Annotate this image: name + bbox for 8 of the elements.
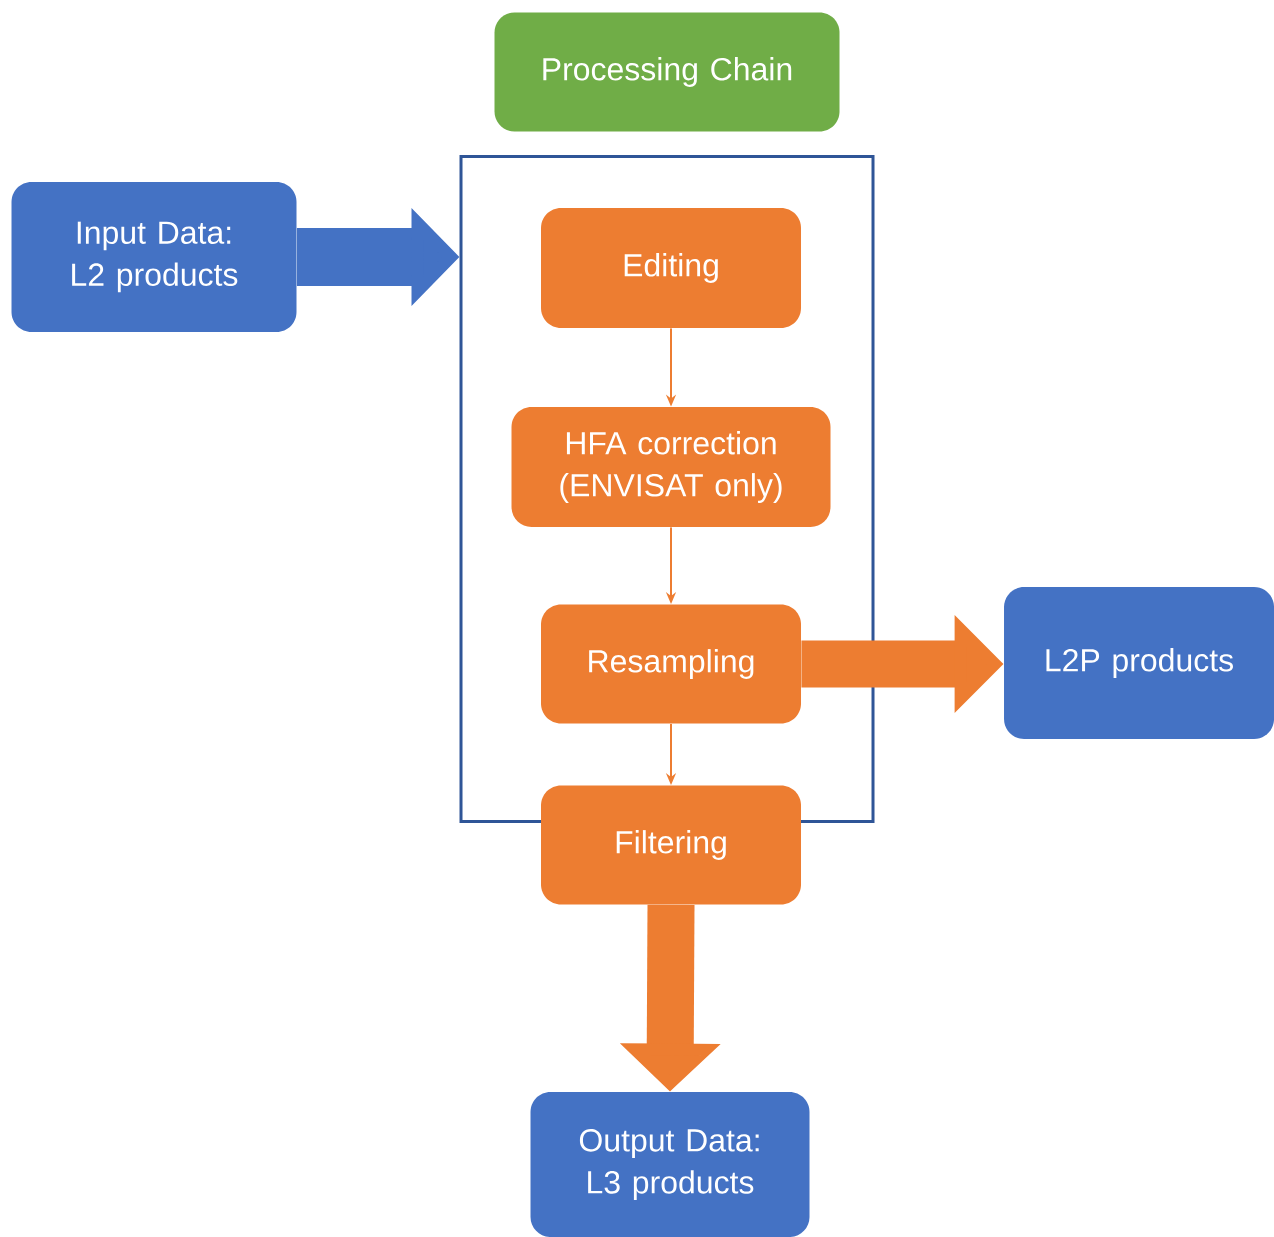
process-box: HFA correction (ENVISAT only) xyxy=(511,407,831,527)
process-box: Editing xyxy=(541,208,801,328)
process-box: Resampling xyxy=(541,604,801,724)
output-box: Output Data: L3 products xyxy=(530,1092,810,1237)
input-box: Input Data: L2 products xyxy=(11,182,297,332)
process-box: Filtering xyxy=(541,785,801,905)
title-box: Processing Chain xyxy=(494,12,840,132)
output-box: L2P products xyxy=(1004,587,1274,739)
